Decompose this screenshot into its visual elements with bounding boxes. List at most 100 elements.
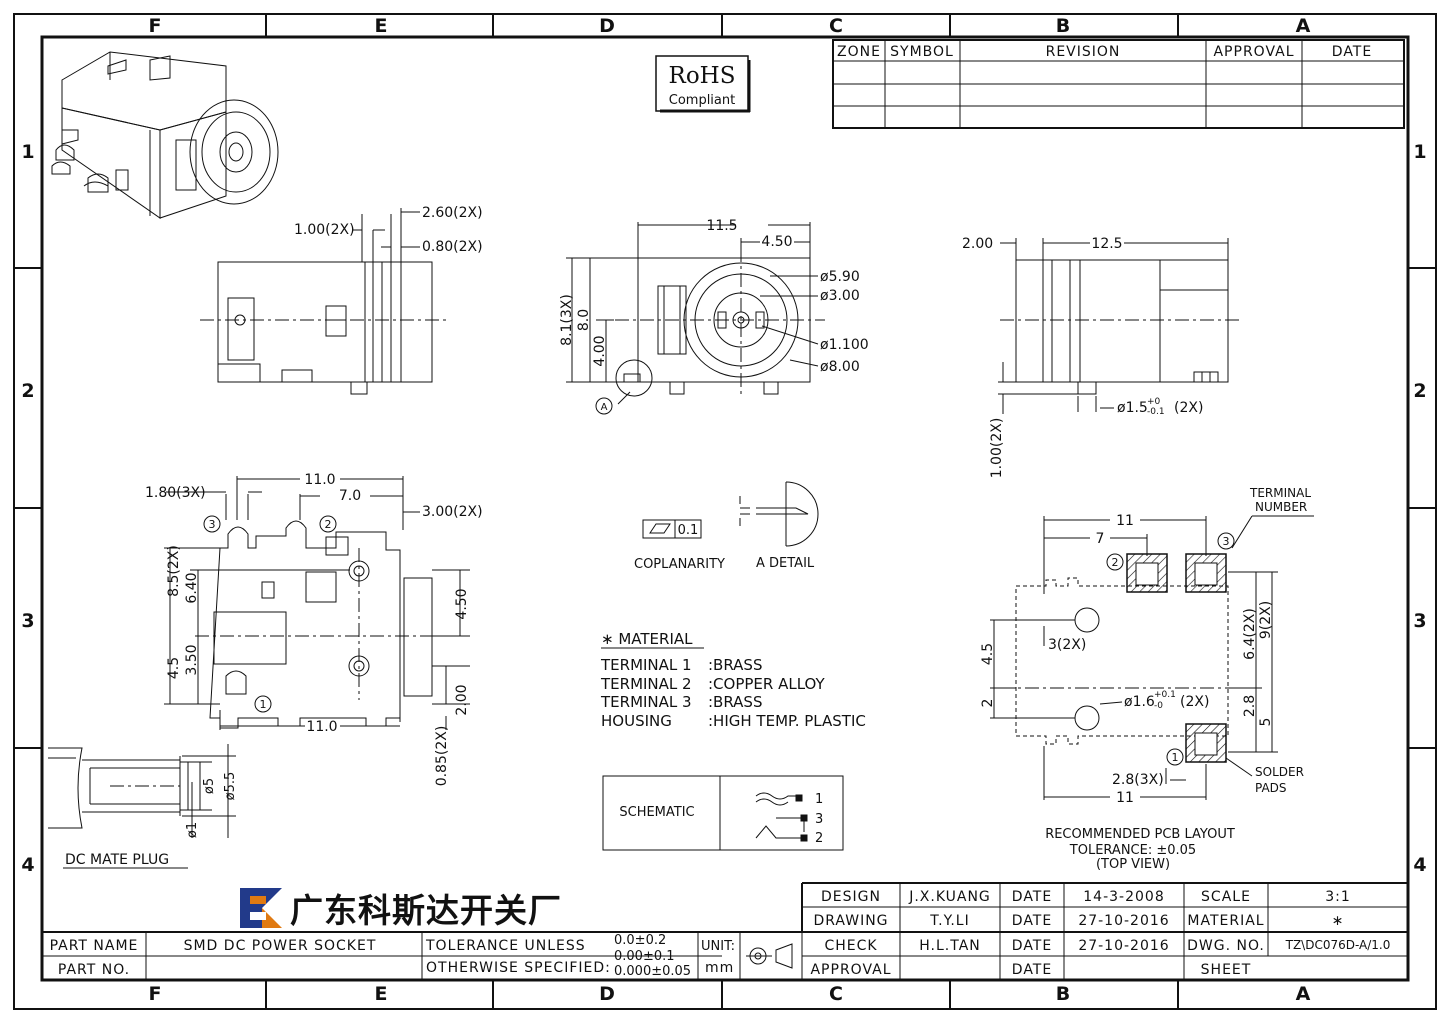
col-letter-bottom-b: B <box>1056 983 1070 1005</box>
tb-part-no-label: PART NO. <box>58 962 130 978</box>
dim-front-11-5: 11.5 <box>706 218 737 234</box>
tb-drawing-value: T.Y.LI <box>929 913 969 929</box>
tb-drawing-label: DRAWING <box>813 913 888 929</box>
tb-tol-2: 0.00±0.1 <box>614 949 675 964</box>
schematic-label: SCHEMATIC <box>619 805 694 820</box>
dim-right-d1-5-count: (2X) <box>1174 400 1203 416</box>
dim-bot-4-5: 4.5 <box>166 657 182 679</box>
company-logo <box>240 888 282 928</box>
tb-unit-label: UNIT: <box>701 939 735 954</box>
dim-plug-d1: ø1 <box>185 822 200 838</box>
bottom-view: 1.80(3X) 11.0 7.0 3.00(2X) 8.5(2X) 6.40 … <box>145 472 483 786</box>
a-detail: A DETAIL <box>739 481 819 571</box>
solder-pads-label-line1: SOLDER <box>1255 765 1304 779</box>
dim-pcb-11-lower: 11 <box>1116 790 1134 806</box>
dim-bot-1-80: 1.80(3X) <box>145 485 206 501</box>
dim-pcb-11: 11 <box>1116 513 1134 529</box>
dim-bot-2-00: 2.00 <box>454 684 470 715</box>
tb-tol-1: 0.0±0.2 <box>614 933 666 948</box>
schematic-block: SCHEMATIC 1 3 2 <box>602 775 844 851</box>
dim-pcb-2: 2 <box>980 699 996 708</box>
material-name-3: TERMINAL 3 <box>600 693 692 711</box>
dim-pcb-4-5: 4.5 <box>980 643 996 665</box>
tb-tolerance-line2: OTHERWISE SPECIFIED: <box>426 960 611 976</box>
col-letter-top-b: B <box>1056 15 1070 37</box>
material-name-2: TERMINAL 2 <box>600 675 692 693</box>
front-view: 11.5 4.50 8.1(3X) 8.0 4.00 ø5.90 ø3.00 ø… <box>559 218 869 415</box>
tb-scale-label: SCALE <box>1201 889 1251 905</box>
dim-front-8-1: 8.1(3X) <box>559 294 575 346</box>
tb-design-label: DESIGN <box>821 889 881 905</box>
detail-a-marker: A <box>601 402 608 413</box>
pcb-terminal-2: 2 <box>1112 556 1119 569</box>
dim-d8-00: ø8.00 <box>820 359 860 375</box>
pcb-tolerance: TOLERANCE: ±0.05 <box>1069 843 1196 858</box>
coplanarity-label: COPLANARITY <box>634 557 725 572</box>
tb-approval-label: APPROVAL <box>810 962 891 978</box>
coplanarity-block: 0.1 COPLANARITY <box>634 519 725 572</box>
col-letter-bottom-f: F <box>149 983 162 1005</box>
dim-right-2-00: 2.00 <box>962 236 993 252</box>
row-number-right-2: 2 <box>1413 380 1426 402</box>
col-letter-bottom-e: E <box>375 983 388 1005</box>
solder-pads-label-line2: PADS <box>1255 781 1287 795</box>
dim-pcb-2-8x3: 2.8(3X) <box>1112 772 1164 788</box>
schematic-pin-3: 3 <box>815 812 823 827</box>
dim-right-12-5: 12.5 <box>1091 236 1122 252</box>
dim-side-0-80: 0.80(2X) <box>422 239 483 255</box>
tb-scale-value: 3:1 <box>1325 889 1351 905</box>
material-name-4: HOUSING <box>601 712 672 730</box>
col-letter-bottom-a: A <box>1296 983 1311 1005</box>
dim-bot-3-00: 3.00(2X) <box>422 504 483 520</box>
dim-front-8-0: 8.0 <box>576 309 592 331</box>
rev-header-date: DATE <box>1332 44 1372 60</box>
dim-plug-d5: ø5 <box>202 778 217 794</box>
tb-material-value: ∗ <box>1332 913 1345 929</box>
tb-date-2: 27-10-2016 <box>1078 913 1169 929</box>
tb-part-name-value: SMD DC POWER SOCKET <box>184 938 377 954</box>
side-view-left: 1.00(2X) 2.60(2X) 0.80(2X) <box>200 205 483 395</box>
dim-plug-d5-5: ø5.5 <box>223 772 238 801</box>
dc-mate-plug: ø5 ø5.5 ø1 DC MATE PLUG <box>48 744 238 869</box>
material-value-4: :HIGH TEMP. PLASTIC <box>708 712 866 730</box>
tb-tol-3: 0.000±0.05 <box>614 964 691 979</box>
col-letter-top-c: C <box>829 15 843 37</box>
revision-table: ZONE SYMBOL REVISION APPROVAL DATE <box>832 39 1405 129</box>
dim-bot-11-0-lower: 11.0 <box>306 719 337 735</box>
dim-pcb-d1-6-tol-lo: -0 <box>1154 701 1163 711</box>
tb-part-name-label: PART NAME <box>50 938 139 954</box>
material-value-1: :BRASS <box>708 656 762 674</box>
material-value-3: :BRASS <box>708 693 762 711</box>
dim-bot-11-0: 11.0 <box>304 472 335 488</box>
dim-bot-0-85: 0.85(2X) <box>434 726 450 787</box>
terminal-marker-2: 2 <box>325 518 332 531</box>
dim-pcb-7: 7 <box>1096 531 1105 547</box>
col-letter-top-d: D <box>599 15 615 37</box>
dc-mate-plug-label: DC MATE PLUG <box>65 852 169 868</box>
rohs-title: RoHS <box>669 63 736 89</box>
tb-dwg-value: TZ\DC076D-A/1.0 <box>1285 938 1391 952</box>
rohs-subtitle: Compliant <box>669 93 735 108</box>
terminal-number-label-line2: NUMBER <box>1255 500 1307 514</box>
row-number-left-4: 4 <box>21 854 34 876</box>
dim-bot-8-5: 8.5(2X) <box>166 545 182 597</box>
dim-bot-7-0: 7.0 <box>339 488 361 504</box>
rev-header-symbol: SYMBOL <box>890 44 954 60</box>
dim-pcb-d1-6: ø1.6 <box>1124 694 1155 710</box>
dim-d3-00: ø3.00 <box>820 288 860 304</box>
terminal-marker-3: 3 <box>209 518 216 531</box>
schematic-pin-2: 2 <box>815 831 823 846</box>
row-number-left-2: 2 <box>21 380 34 402</box>
material-block: ∗ MATERIAL TERMINAL 1 :BRASS TERMINAL 2 … <box>600 630 866 730</box>
tb-date-label-1: DATE <box>1012 889 1052 905</box>
dim-side-2-60: 2.60(2X) <box>422 205 483 221</box>
a-detail-label: A DETAIL <box>756 556 815 571</box>
material-value-2: :COPPER ALLOY <box>708 675 826 693</box>
tb-date-3: 27-10-2016 <box>1078 938 1169 954</box>
dim-right-1-00: 1.00(2X) <box>989 418 1005 479</box>
dim-pcb-5: 5 <box>1258 718 1274 727</box>
schematic-pin-1: 1 <box>815 792 823 807</box>
tb-dwg-label: DWG. NO. <box>1187 938 1265 954</box>
dim-bot-4-50: 4.50 <box>454 588 470 619</box>
